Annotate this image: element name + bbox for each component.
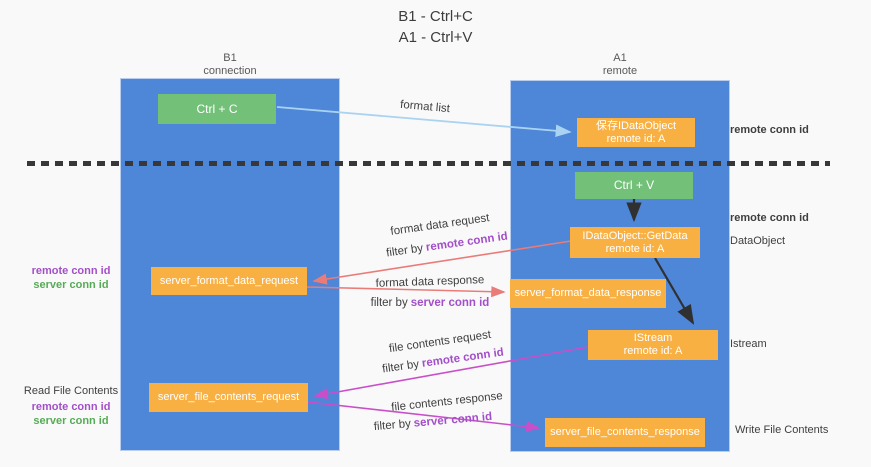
server-file-contents-request-box: server_file_contents_request bbox=[149, 383, 308, 412]
left-column-name: B1 bbox=[223, 52, 237, 64]
server-file-contents-response-label: server_file_contents_response bbox=[550, 426, 700, 438]
server-format-data-response-box: server_format_data_response bbox=[510, 279, 666, 308]
left-remote-conn-id-label-2: remote conn id bbox=[31, 401, 111, 413]
title-line-1: B1 - Ctrl+C bbox=[398, 8, 473, 25]
remote-conn-id-text: remote conn id bbox=[421, 346, 505, 370]
server-conn-id-text: server conn id bbox=[413, 410, 493, 430]
left-remote-conn-id-label-1: remote conn id bbox=[31, 265, 111, 277]
left-server-conn-id-label-1: server conn id bbox=[33, 279, 109, 291]
dataobject-label: DataObject bbox=[730, 235, 786, 247]
server-file-contents-response-box: server_file_contents_response bbox=[545, 418, 705, 447]
istream-line2: remote id: A bbox=[623, 345, 683, 357]
save-idataobject-line2: remote id: A bbox=[606, 132, 666, 145]
filter-by-text: filter by bbox=[370, 297, 408, 309]
right-column-name: A1 bbox=[613, 52, 627, 64]
title-line-2: A1 - Ctrl+V bbox=[398, 29, 473, 46]
left-column-header: B1 connection bbox=[120, 52, 340, 77]
filter-by-text: filter by bbox=[385, 242, 424, 260]
right-remote-conn-id-label-1: remote conn id bbox=[730, 124, 809, 136]
write-file-contents-label: Write File Contents bbox=[735, 424, 829, 436]
getdata-line1: IDataObject::GetData bbox=[582, 229, 688, 242]
save-idataobject-box: 保存IDataObject remote id: A bbox=[577, 118, 695, 147]
left-server-conn-id-label-2: server conn id bbox=[33, 415, 109, 427]
remote-conn-id-text: remote conn id bbox=[425, 230, 509, 254]
left-conn-id-block-bottom: remote conn id server conn id bbox=[18, 400, 124, 428]
server-format-data-response-label: server_format_data_response bbox=[514, 287, 662, 299]
format-list-label: format list bbox=[399, 98, 451, 116]
istream-box: IStream remote id: A bbox=[588, 330, 718, 360]
phase-separator-dashed-line bbox=[27, 161, 830, 166]
filter-by-text: filter by bbox=[373, 417, 412, 434]
right-column-role: remote bbox=[602, 64, 638, 77]
server-format-data-request-label: server_format_data_request bbox=[159, 274, 299, 287]
right-remote-conn-id-label-2: remote conn id bbox=[730, 212, 809, 224]
save-idataobject-line1: 保存IDataObject bbox=[595, 119, 677, 132]
read-file-contents-label: Read File Contents bbox=[23, 385, 119, 397]
istream-line1: IStream bbox=[633, 332, 673, 344]
left-conn-id-block-top: remote conn id server conn id bbox=[18, 264, 124, 292]
ctrl-c-label: Ctrl + C bbox=[196, 101, 238, 116]
getdata-line2: remote id: A bbox=[605, 242, 665, 255]
server-conn-id-text: server conn id bbox=[410, 297, 490, 309]
right-column-header: A1 remote bbox=[510, 52, 730, 77]
server-file-contents-request-label: server_file_contents_request bbox=[157, 391, 300, 403]
left-column-role: connection bbox=[203, 64, 257, 77]
ctrl-c-box: Ctrl + C bbox=[158, 94, 276, 124]
diagram-title: B1 - Ctrl+C A1 - Ctrl+V bbox=[0, 0, 871, 46]
ctrl-v-box: Ctrl + V bbox=[575, 172, 693, 199]
istream-side-label: Istream bbox=[730, 338, 767, 350]
format-data-response-label: format data response bbox=[375, 274, 485, 290]
server-format-data-request-box: server_format_data_request bbox=[151, 267, 307, 295]
filter-by-text: filter by bbox=[381, 358, 420, 376]
getdata-box: IDataObject::GetData remote id: A bbox=[570, 227, 700, 258]
ctrl-v-label: Ctrl + V bbox=[613, 178, 655, 192]
